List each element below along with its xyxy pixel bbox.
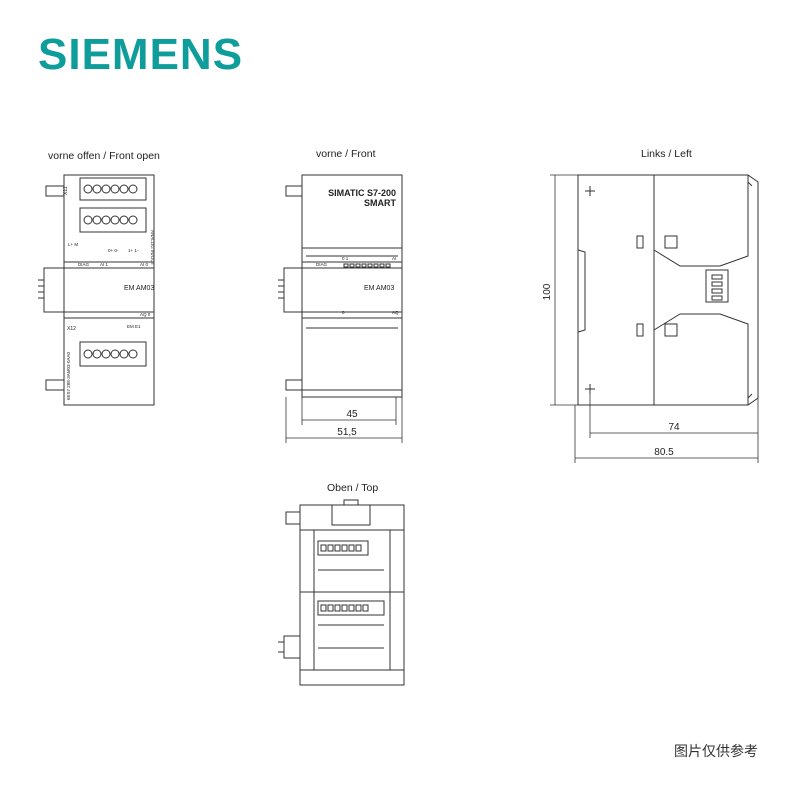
front-open-label-em-e1: EM E1	[127, 324, 141, 329]
top-terminal-x12	[317, 600, 385, 616]
left-dimension-80-5	[574, 405, 758, 463]
front-open-label-aq0: AQ 0	[140, 312, 151, 317]
left-latch-lower	[664, 323, 678, 337]
front-open-clip-top	[45, 185, 65, 197]
front-label-01: 0 1	[342, 256, 349, 261]
left-view: 100 74 80.5	[542, 174, 759, 463]
top-side-connector	[283, 635, 301, 659]
front-dimension-45	[301, 397, 397, 425]
front-open-view-title: vorne offen / Front open	[48, 150, 160, 162]
left-bus-connector	[705, 269, 729, 303]
front-label-aq: AQ	[392, 310, 399, 315]
front-label-0: 0	[342, 310, 345, 315]
front-open-label-ai0: AI 0	[140, 262, 149, 267]
top-housing	[299, 504, 405, 686]
terminal-screws-lower	[83, 349, 138, 359]
front-open-label-analog: ANALOG IN/OUT	[150, 230, 155, 266]
front-view-title: vorne / Front	[316, 148, 376, 160]
front-open-label-1: 1+ 1-	[128, 248, 139, 253]
terminal-block-x12	[79, 341, 147, 367]
front-open-label-order-number: 6ES7 288-3AM03-0AA0	[66, 351, 71, 400]
left-dimension-74	[589, 394, 759, 463]
left-din-profile	[577, 175, 586, 405]
front-product-line1: SIMATIC S7-200	[328, 188, 396, 198]
left-latch-upper	[664, 235, 678, 249]
front-open-label-diag: DIAG	[78, 262, 90, 267]
reference-caption: 图片仅供参考	[674, 744, 758, 760]
front-view: SIMATIC S7-200 SMART DIAG 0 1 AI 0 AQ EM…	[278, 174, 403, 443]
front-open-label-x11: X11	[63, 186, 69, 195]
left-dimension-100	[550, 174, 578, 406]
left-dim-100-label: 100	[542, 283, 553, 300]
left-view-title: Links / Left	[641, 148, 692, 160]
siemens-logo: SIEMENS	[38, 30, 244, 79]
top-terminal-x11	[317, 540, 369, 556]
top-view	[278, 499, 405, 686]
front-module-label: EM AM03	[364, 285, 394, 292]
front-open-label-x12: X12	[67, 326, 76, 332]
front-label-ai: AI	[392, 256, 396, 261]
front-label-diag: DIAG	[316, 262, 328, 267]
top-view-title: Oben / Top	[327, 482, 379, 494]
front-open-side-connector	[43, 267, 65, 313]
left-dim-80-5-label: 80.5	[654, 447, 674, 458]
front-clip-top	[285, 185, 303, 197]
terminal-block-x11-upper	[79, 177, 147, 201]
front-led-row	[343, 263, 391, 268]
front-open-label-ai1: AI 1	[100, 262, 109, 267]
front-housing	[301, 174, 403, 398]
left-mounting-mark-upper	[585, 186, 595, 196]
front-open-label-0: 0+ 0-	[108, 248, 119, 253]
left-mounting-mark-lower	[585, 384, 595, 394]
front-dimension-51-5	[285, 397, 403, 443]
front-product-line2: SMART	[364, 198, 396, 208]
front-open-module-label: EM AM03	[124, 285, 154, 292]
front-open-view: X11 X12 DIAG AI 1 AI 0 AQ 0 EM E1 L+ M 0…	[38, 174, 155, 406]
terminal-block-x11-lower	[79, 207, 147, 233]
front-open-label-l-m: L+ M	[68, 242, 78, 247]
front-dim-51-5-label: 51,5	[337, 427, 357, 438]
top-terminal-pins	[320, 544, 369, 612]
left-housing	[577, 174, 759, 406]
front-side-connector	[283, 267, 303, 313]
top-clip	[285, 511, 301, 525]
left-dim-74-label: 74	[668, 422, 680, 433]
front-dim-45-label: 45	[346, 409, 358, 420]
front-open-housing	[63, 174, 155, 406]
front-clip-bottom	[285, 379, 303, 391]
front-open-clip-bottom	[45, 379, 65, 391]
terminal-screws-upper	[83, 184, 138, 225]
